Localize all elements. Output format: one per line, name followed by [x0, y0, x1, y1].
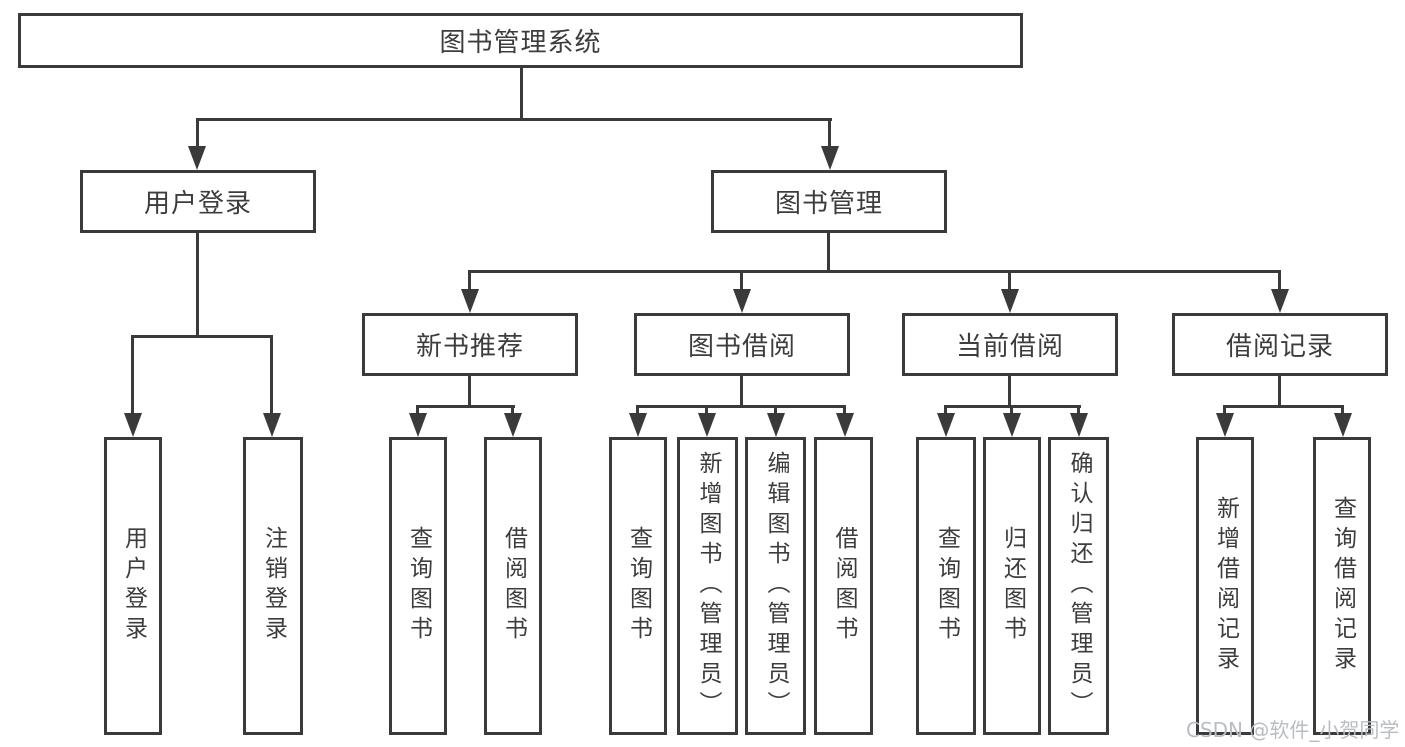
arrowhead-leaf	[1070, 413, 1088, 437]
connector-borrowing-records-split	[1223, 405, 1344, 408]
connector-book-borrowing-stem	[740, 374, 743, 407]
leaf-user-login: 用户登录	[104, 437, 162, 735]
leaf-logout: 注销登录	[243, 437, 303, 735]
arrowhead-leaf	[629, 413, 647, 437]
arrowhead-current-borrowing	[1001, 289, 1019, 313]
arrowhead-leaf	[767, 413, 785, 437]
connector-user-login-split	[131, 335, 273, 338]
arrowhead-borrowing-records	[1271, 289, 1289, 313]
connector-to-new-books	[468, 270, 471, 293]
arrowhead-leaf	[698, 413, 716, 437]
connector-leaf	[1077, 405, 1080, 419]
connector-leaf	[843, 405, 846, 419]
leaf-add-borrow-record: 新增借阅记录	[1196, 437, 1254, 735]
connector-root-split	[196, 118, 832, 121]
node-borrowing-records: 借阅记录	[1172, 313, 1388, 376]
leaf-query-books-borrowing: 查询图书	[609, 437, 667, 735]
arrowhead-book-borrowing	[733, 289, 751, 313]
leaf-return-books: 归还图书	[983, 437, 1041, 735]
connector-user-login-stem	[196, 231, 199, 337]
connector-leaf	[1010, 405, 1013, 419]
arrowhead-leaf	[1003, 413, 1021, 437]
leaf-borrow-books-recommend: 借阅图书	[484, 437, 542, 735]
connector-to-book-borrowing	[740, 270, 743, 293]
arrowhead-user-login	[188, 146, 206, 170]
arrowhead-leaf	[937, 413, 955, 437]
connector-leaf	[705, 405, 708, 419]
connector-new-books-split	[416, 405, 515, 408]
node-library-management-system: 图书管理系统	[18, 13, 1023, 68]
connector-book-management-split	[468, 270, 1281, 273]
arrowhead-leaf	[1334, 413, 1352, 437]
arrowhead-leaf	[836, 413, 854, 437]
arrowhead-leaf	[504, 413, 522, 437]
connector-to-current-borrowing	[1008, 270, 1011, 293]
connector-leaf	[774, 405, 777, 419]
connector-borrowing-records-stem	[1278, 374, 1281, 407]
arrowhead-leaf	[409, 413, 427, 437]
arrowhead-leaf-login	[124, 413, 142, 437]
connector-to-user-login	[196, 118, 199, 152]
connector-to-borrowing-records	[1278, 270, 1281, 293]
connector-to-book-management	[828, 118, 831, 152]
connector-leaf	[416, 405, 419, 419]
leaf-query-books-current: 查询图书	[916, 437, 976, 735]
leaf-edit-books-admin: 编辑图书（管理员）	[745, 437, 806, 735]
arrowhead-leaf-logout	[263, 413, 281, 437]
csdn-watermark: CSDN @软件_小贺同学	[1186, 718, 1400, 742]
connector-to-leaf-login	[131, 335, 134, 415]
connector-leaf	[636, 405, 639, 419]
connector-leaf	[511, 405, 514, 419]
arrowhead-book-management	[821, 146, 839, 170]
node-book-management: 图书管理	[711, 170, 947, 233]
connector-book-borrowing-split	[636, 405, 846, 408]
leaf-query-borrow-record: 查询借阅记录	[1313, 437, 1371, 735]
connector-to-leaf-logout	[270, 335, 273, 415]
arrowhead-new-books	[461, 289, 479, 313]
leaf-query-books-recommend: 查询图书	[389, 437, 447, 735]
node-user-login: 用户登录	[80, 170, 316, 233]
node-book-borrowing: 图书借阅	[634, 313, 850, 376]
leaf-borrow-books: 借阅图书	[814, 437, 873, 735]
connector-root-stem	[520, 66, 523, 120]
connector-leaf	[944, 405, 947, 419]
connector-leaf	[1223, 405, 1226, 419]
connector-book-management-stem	[827, 231, 830, 272]
arrowhead-leaf	[1216, 413, 1234, 437]
connector-leaf	[1341, 405, 1344, 419]
connector-current-borrowing-stem	[1008, 374, 1011, 407]
node-current-borrowing: 当前借阅	[902, 313, 1118, 376]
leaf-add-books-admin: 新增图书（管理员）	[677, 437, 738, 735]
leaf-confirm-return-admin: 确认归还（管理员）	[1048, 437, 1109, 735]
node-new-book-recommendation: 新书推荐	[362, 313, 578, 376]
connector-new-books-stem	[468, 374, 471, 407]
